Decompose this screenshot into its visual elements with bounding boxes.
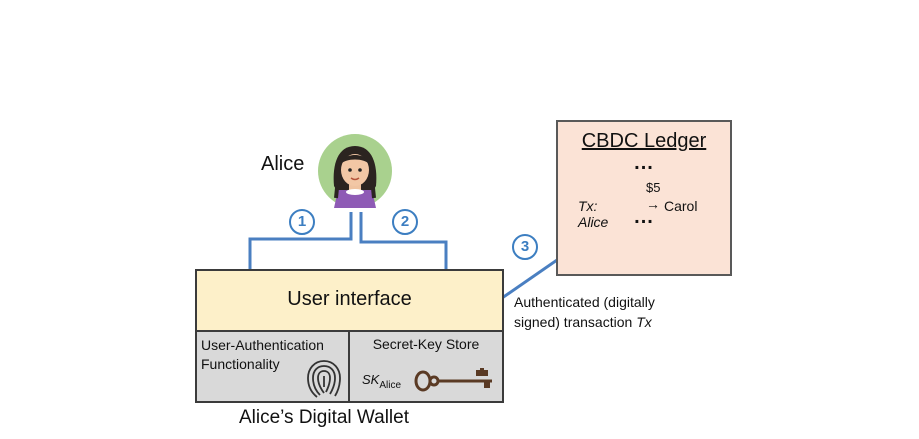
ledger-title: CBDC Ledger <box>581 130 707 152</box>
step-1-badge: 1 <box>289 209 315 235</box>
user-interface-box: User interface <box>195 269 504 332</box>
secret-key-store-box: Secret-Key Store SKAlice <box>348 330 504 403</box>
user-interface-label: User interface <box>287 288 412 310</box>
wallet-caption: Alice’s Digital Wallet <box>239 407 409 428</box>
transaction-note: Authenticated (digitally signed) transac… <box>514 292 655 332</box>
secret-key-store-label: Secret-Key Store <box>372 336 480 352</box>
key-icon <box>414 368 492 392</box>
ledger-dots-bottom: ... <box>634 206 654 228</box>
tx-recipient: Carol <box>664 198 698 214</box>
auth-label-line2: Functionality <box>201 356 280 372</box>
secret-key-main: SK <box>362 372 380 387</box>
cbdc-ledger-box: CBDC Ledger ... Tx: Alice $5 → Carol ... <box>556 120 732 276</box>
user-authentication-box: User-Authentication Functionality <box>195 330 350 403</box>
secret-key-owner: Alice <box>379 380 402 391</box>
step-2-badge: 2 <box>392 209 418 235</box>
alice-label: Alice <box>261 153 305 175</box>
transaction-note-line1: Authenticated (digitally <box>514 294 655 310</box>
transaction-note-var: Tx <box>636 314 652 330</box>
fingerprint-icon <box>307 360 341 398</box>
transaction-note-line2-text: signed) transaction <box>514 314 633 330</box>
user-authentication-label: User-Authentication Functionality <box>201 336 324 374</box>
alice-avatar-icon <box>318 134 392 208</box>
tx-arrow-icon: → <box>646 196 660 212</box>
tx-amount: $5 <box>646 180 661 195</box>
secret-key-label: SKAlice <box>362 372 401 391</box>
tx-sender: Tx: Alice <box>578 198 609 230</box>
transaction-note-line2: signed) transaction Tx <box>514 312 655 332</box>
auth-label-line1: User-Authentication <box>201 337 324 353</box>
ledger-dots-top: ... <box>634 152 654 174</box>
step-3-badge: 3 <box>512 234 538 260</box>
